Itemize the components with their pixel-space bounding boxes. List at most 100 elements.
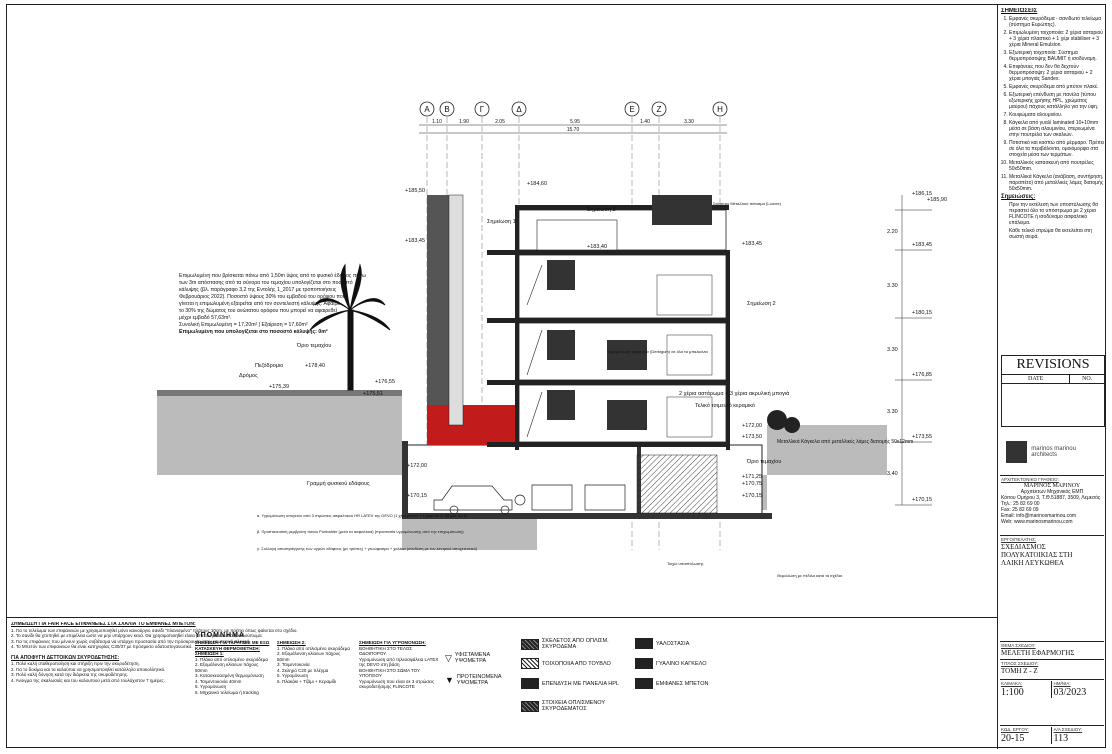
grid-bubble-a — [419, 101, 435, 117]
level-marker: +170,75 — [742, 481, 762, 487]
legend-title: ΥΠΟΜΝΗΜΑ — [195, 632, 245, 639]
plant-right — [767, 410, 800, 433]
triangle-down-icon: ▽ — [445, 653, 452, 663]
level-marker: +183,45 — [742, 241, 762, 247]
notes-title-2: ΓΙΑ ΑΠΟΦΥΓΗ ΔΕΤΤΟΙΚΩΝ ΣΚΥΡΟΔΕΤΗΣΗΣ: — [11, 654, 120, 661]
plot-limit-label: Όριο τεμαχίου — [746, 459, 781, 465]
grid-label: Η — [717, 105, 723, 114]
level-gap: 3.30 — [887, 283, 898, 289]
logo-mark-icon — [1006, 441, 1028, 463]
palm-tree — [309, 263, 391, 391]
general-notes: ΣΗΜΕΙΩΣΕΙΣ Εμφανές σκυρόδεμα - σανιδωτό … — [1001, 8, 1105, 353]
note-line: 2. Το σανίδι θα χτυπηθεί με επιμέλεια ώσ… — [11, 633, 263, 638]
revisions-header: DATE NO. — [1002, 375, 1104, 384]
note-line: 1. Για το τελείωμα των επιφανειών με χρη… — [11, 627, 298, 633]
svg-text:Συνολική Επιμωλυμένη = 17,20m²: Συνολική Επιμωλυμένη = 17,20m² | Εξαίρεσ… — [179, 321, 308, 328]
svg-text:μέχρι εμβαδό 57,63m².: μέχρι εμβαδό 57,63m². — [179, 314, 232, 321]
date-value: 03/2023 — [1053, 687, 1087, 698]
roof-note: Σκίαστρο Μεταλλικό πέτασμα (Louvre) — [713, 201, 782, 206]
level-marker: +176,85 — [912, 372, 932, 378]
level-marker: +175,39 — [269, 384, 289, 390]
level-marker: +171,25 — [742, 474, 762, 480]
svg-text:Επιμωλυμένη που βρίσκεται πάνω: Επιμωλυμένη που βρίσκεται πάνω από 1,50m… — [179, 272, 366, 279]
note-line: 3. Πολύ καλή δόνηση κατά την διάρκεια τη… — [11, 672, 129, 677]
triangle-filled-icon: ▼ — [445, 675, 454, 685]
plot-limit-label: Όριο τεμαχίου — [296, 343, 331, 349]
scale-date-block: ΚΛΙΜΑΚΑ: 1:100 ΗΜ/ΝΙΑ: 03/2023 — [1000, 679, 1104, 698]
grid-dim: 1.10 — [432, 119, 442, 125]
grid-label: Ζ — [657, 105, 662, 114]
grid-label: Γ — [480, 105, 485, 114]
firm-logo: marinos marinou architects — [1006, 437, 1101, 467]
grid-bubble-b — [439, 101, 455, 117]
level-marker: +173,55 — [912, 434, 932, 440]
general-note: Εμφανές σκυρόδεμα από μπέτον πλακέ. — [1009, 84, 1105, 90]
level-marker: +186,15 — [912, 191, 932, 197]
general-note: Μεταλλικά Κάγκελα (ανάβαση, συντήρηση, π… — [1009, 174, 1105, 192]
general-note: Εμφανές σκυρόδεμα - σανιδωτό τελείωμα (σ… — [1009, 16, 1105, 28]
general-note: Ποτιστικό και κασπώ από μέρμαρο. Πρέπει … — [1009, 140, 1105, 158]
general-note: Κάθε τελικό στρώμα θα εκτελείται στη σωσ… — [1009, 228, 1105, 240]
wall-note: Τοιχίο υποστύλωσης — [667, 561, 704, 566]
legend-hpl: ΕΠΕΝΔΥΣΗ ΜΕ ΠΑΝΕΛΙΑ HPL — [521, 678, 631, 689]
general-note: Εξωτερική επένδυση με πανέλα (τύπου εξωτ… — [1009, 92, 1105, 110]
tower-wall — [427, 195, 449, 405]
revisions-table: REVISIONS DATE NO. — [1001, 355, 1105, 427]
grid-total: 15.70 — [567, 127, 580, 133]
section-svg: Α Β Γ Δ Ε Ζ Η 1.10 1.90 2.05 5.95 1.40 3… — [157, 101, 947, 578]
svg-text:Φεβρουάριος 2022). Ποσοστό ύψο: Φεβρουάριος 2022). Ποσοστό ύψους 30% του… — [179, 293, 346, 300]
legend-rc-elements: ΣΤΟΙΧΕΙΑ ΟΠΛΙΣΜΕΝΟΥ ΣΚΥΡΟΔΕΜΑΤΟΣ — [521, 700, 631, 712]
level-marker: +172,00 — [407, 463, 427, 469]
legend-existing-levels: ▽ ΥΦΙΣΤΑΜΕΝΑ ΥΨΟΜΕΤΡΑ — [445, 652, 490, 664]
svg-text:γίνεται η επιμωλυμένη εξαιρείτ: γίνεται η επιμωλυμένη εξαιρείται από τον… — [179, 300, 340, 307]
legend-col-2: ΣΗΜΕΙΩΣΗ 2: 1. Πλάκα από οπλισμένο σκυρό… — [277, 640, 350, 684]
foundation-note: Θεμελίωση με πέδιλα κατά τα σχέδια — [777, 573, 843, 578]
marker-label: Σημείωση 1 — [487, 219, 516, 225]
revisions-title: REVISIONS — [1002, 356, 1104, 375]
level-marker: +170,15 — [407, 493, 427, 499]
rc-swatch-icon — [521, 700, 539, 712]
general-note: Επιφάνειες που δεν θα δεχτούν θερμοπρόσο… — [1009, 64, 1105, 82]
scale-value: 1:100 — [1001, 687, 1024, 698]
legend: ΥΠΟΜΝΗΜΑ ΣΗΜΕΙΩΣΗ ΓΙΑ ΤΑΡΑΤΣΕΣ ΜΕ ΕΞΩ ΚΑ… — [195, 622, 993, 746]
level-marker: +183,45 — [912, 242, 932, 248]
legend-col-1: ΣΗΜΕΙΩΣΗ ΓΙΑ ΤΑΡΑΤΣΕΣ ΜΕ ΕΞΩ ΚΑΤΑΣΚΕΥΗ Θ… — [195, 640, 270, 695]
bottom-strip: ΣΗΜΕΙΩΣΗ ΓΙΑ FAIR FACE ΕΠΙΦΑΝΕΙΕΣ ΣΤΑ ΣΧ… — [7, 617, 997, 749]
general-note: Πριν την εκτέλεση των υποστύλωσης θα περ… — [1009, 202, 1105, 226]
roof-pergola — [652, 195, 712, 225]
level-marker: +183,40 — [587, 244, 607, 250]
level-gap: 3.30 — [887, 409, 898, 415]
exposed-concrete-swatch-icon — [635, 678, 653, 689]
code-sheet-block: ΚΩΔ. ΕΡΓΟΥ: 20-15 Α/Α ΣΧΕΔΙΟΥ: 113 — [1000, 725, 1104, 744]
red-highlight — [427, 405, 517, 445]
grid-dim: 3.30 — [684, 119, 694, 125]
road-surface — [157, 390, 402, 396]
note-line: 4. Άνοιγμα της σκαλωσιάς και του καλουπι… — [11, 677, 165, 683]
general-note: Μεταλλικός κατασκευή από πουτρέλες 50x50… — [1009, 160, 1105, 172]
subject-block: ΘΕΜΑ ΣΧΕΔΙΟΥ: ΜΕΛΕΤΗ ΕΦΑΡΜΟΓΗΣ — [1000, 641, 1104, 657]
sidewalk-label: Πεζόδρομιο — [255, 362, 283, 369]
brick-swatch-icon — [521, 658, 539, 669]
railing-note: Μεταλλικά Κάγκελα από μεταλλικές λάμες δ… — [777, 438, 913, 445]
level-marker: +180,15 — [912, 310, 932, 316]
note-line: 3. Για τις επιφάνειες που μένουν χωρίς σ… — [11, 638, 251, 644]
level-marker: +170,15 — [912, 497, 932, 503]
level-gap: 3.30 — [887, 347, 898, 353]
finish-note: Τελικό τσιμεντό κεραμικό — [695, 402, 755, 409]
level-marker: +173,50 — [742, 434, 762, 440]
glass-railing-swatch-icon — [635, 658, 653, 669]
general-note: Κουφώματα αλουμινίου. — [1009, 112, 1105, 118]
grid-label: Ε — [629, 105, 634, 114]
grid-dim: 1.90 — [459, 119, 469, 125]
membrane-note-b: β. Προστατευτική μεμβράνη τύπου Ponbahle… — [257, 529, 464, 534]
membrane-note-a: α. Υγρομόνωση υπογείου από 3 στρώσεις ασ… — [257, 513, 468, 518]
level-marker: +178,40 — [305, 363, 325, 369]
general-note: Κάγκελα από γυαλί laminated 10+10mm μέσα… — [1009, 120, 1105, 138]
notes2-title: Σημειώσεις: — [1001, 194, 1036, 200]
membrane-note-c: γ. Συλλογή αποστράγγισης των υγρών εδάφο… — [257, 546, 478, 551]
level-marker: +185,90 — [927, 197, 947, 203]
drawing-sheet: Α Β Γ Δ Ε Ζ Η 1.10 1.90 2.05 5.95 1.40 3… — [6, 4, 1106, 749]
grid-bubble-c — [474, 101, 490, 117]
legend-brick: ΤΟΙΧΟΠΟΙΙΑ ΑΠΟ ΤΟΥΒΛΟ — [521, 658, 631, 669]
svg-text:το 30% της δώματος του ανώτατο: το 30% της δώματος του ανώτατου ορόφου π… — [179, 307, 338, 314]
